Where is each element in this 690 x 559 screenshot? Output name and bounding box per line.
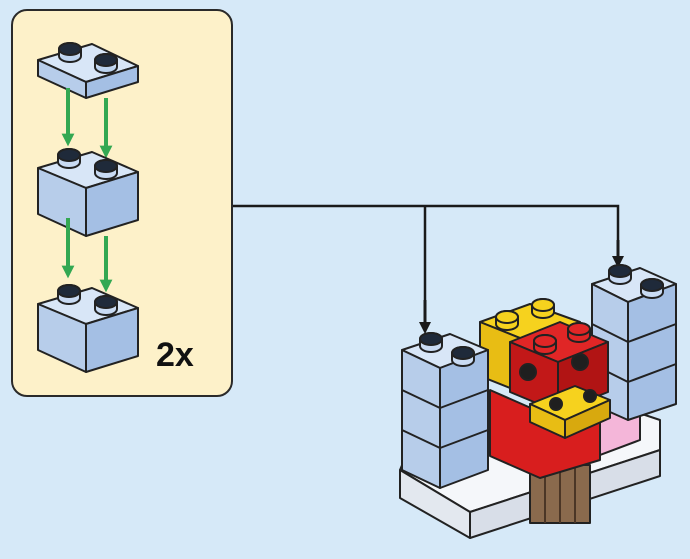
stud (57, 284, 81, 305)
eye (571, 353, 589, 371)
quantity-label: 2x (156, 336, 194, 374)
stud (94, 295, 118, 316)
brick-plate-top (37, 42, 139, 99)
character (479, 298, 611, 479)
brick-middle (37, 148, 139, 237)
stud (94, 159, 118, 180)
stud (94, 53, 118, 74)
left-tower (401, 332, 489, 489)
stud (58, 42, 82, 63)
callout-connector (233, 204, 620, 318)
brick-bottom (37, 284, 139, 373)
eye (519, 363, 537, 381)
main-model (399, 264, 677, 539)
stud (57, 148, 81, 169)
